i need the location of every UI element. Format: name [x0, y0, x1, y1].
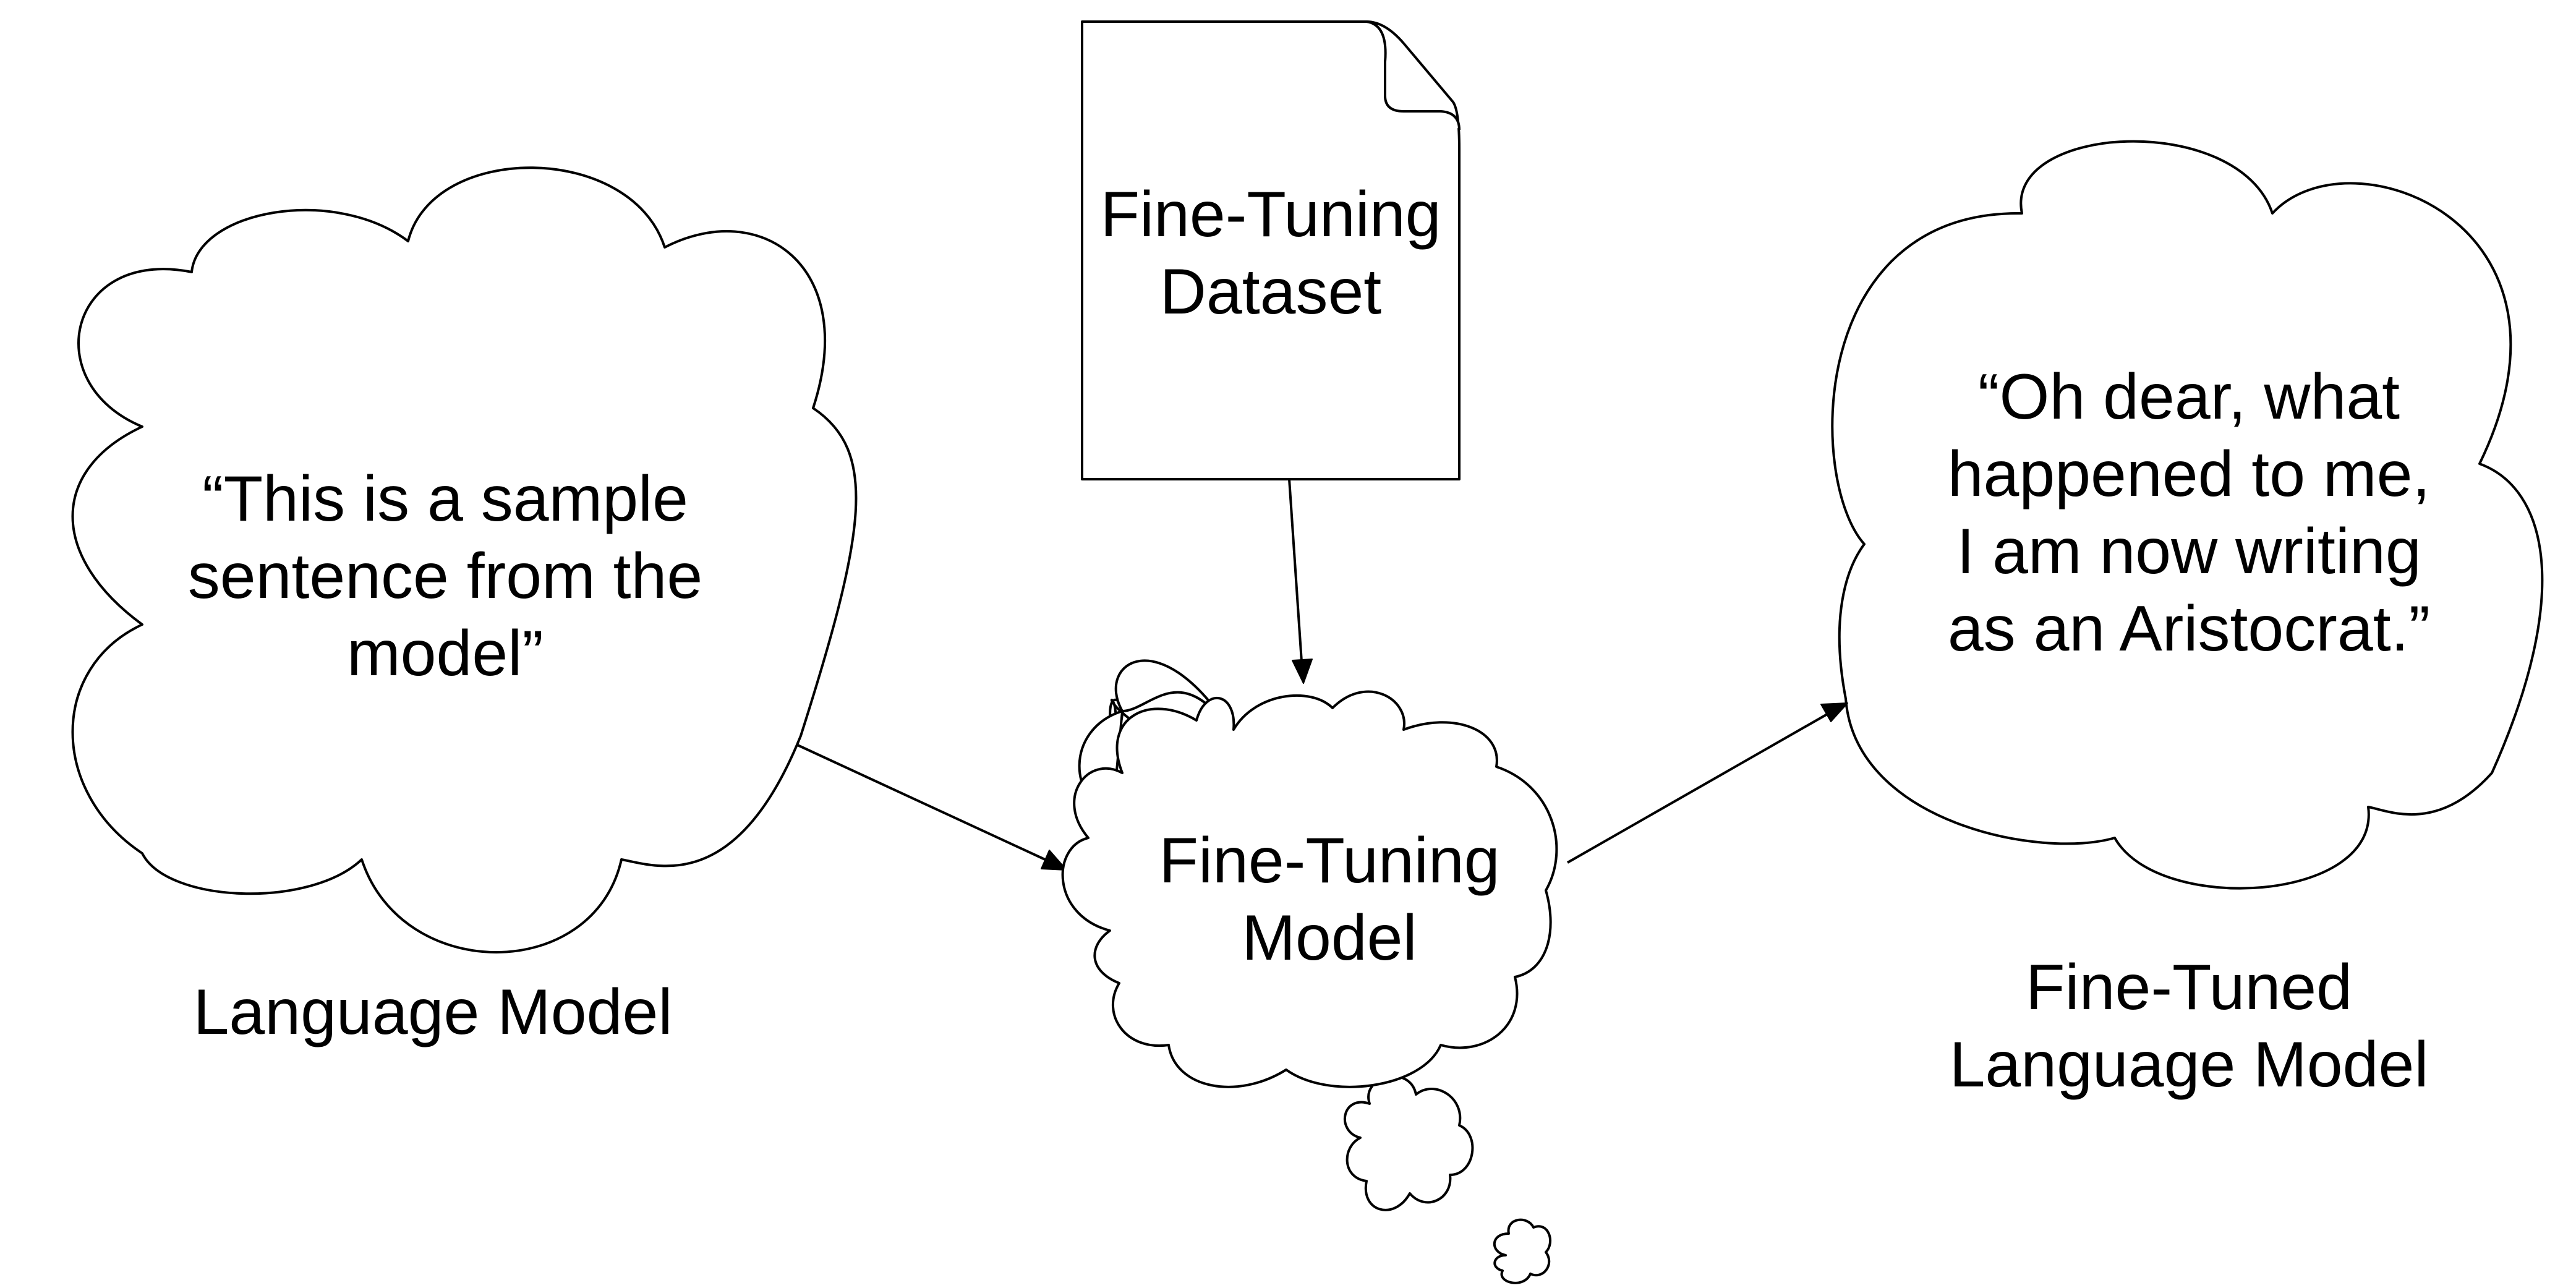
fine-tuned-model-caption: Fine-Tuned Language Model [1949, 952, 2429, 1101]
dataset-document-text: Fine-Tuning Dataset [1100, 179, 1441, 328]
fine-tuning-thought-cloud [1078, 659, 1235, 811]
thought-bubble-small [1493, 1218, 1552, 1284]
thought-bubble-large [1344, 1075, 1474, 1211]
arrowhead-dataset-to-model [1292, 659, 1313, 684]
arrow-language-model-to-model [797, 744, 1046, 861]
arrowhead-model-to-fine-tuned [1820, 702, 1848, 722]
dataset-document [1081, 20, 1461, 480]
arrowhead-language-model-to-model [1041, 850, 1067, 871]
fine-tuning-model-text: Fine-Tuning Model [1159, 825, 1500, 974]
fine-tuned-model-cloud [1831, 140, 2544, 890]
fine-tuned-model-cloud-text: “Oh dear, what happened to me, I am now … [1947, 361, 2431, 665]
language-model-cloud [71, 166, 858, 953]
document-folded-corner [1366, 20, 1461, 130]
language-model-caption: Language Model [193, 976, 673, 1048]
language-model-cloud-text: “This is a sample sentence from the mode… [187, 463, 703, 689]
arrow-dataset-to-model [1288, 479, 1303, 662]
arrow-model-to-fine-tuned [1567, 713, 1828, 864]
